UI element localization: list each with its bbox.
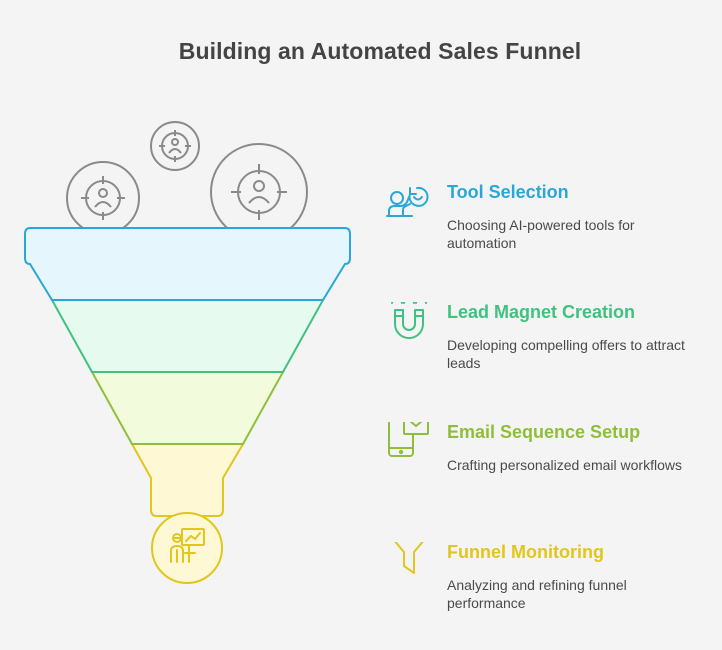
funnel-level-4 [130, 443, 245, 517]
target-person-icon [66, 161, 140, 235]
funnel-level-1 [24, 227, 351, 301]
step-description: Analyzing and refining funnel performanc… [447, 577, 627, 611]
step-heading: Lead Magnet Creation [447, 302, 636, 322]
presenter-chart-icon [151, 512, 223, 584]
target-person-icon [210, 143, 308, 241]
funnel-level-2 [50, 299, 325, 373]
phone-email-icon [388, 422, 429, 457]
step-description: Crafting personalized email workflows [447, 457, 682, 473]
funnel-icon [394, 542, 424, 574]
target-person-icon [150, 121, 200, 171]
page-title: Building an Automated Sales Funnel [178, 38, 582, 64]
step-description: Choosing AI-powered tools for automation [447, 217, 635, 251]
magnet-people-icon [391, 302, 427, 339]
step-heading: Tool Selection [447, 182, 569, 202]
step-heading: Funnel Monitoring [447, 542, 604, 562]
step-heading: Email Sequence Setup [447, 422, 641, 442]
person-with-refresh-icon [386, 186, 429, 217]
funnel-level-3 [90, 371, 285, 445]
step-description: Developing compelling offers to attract … [447, 337, 685, 371]
